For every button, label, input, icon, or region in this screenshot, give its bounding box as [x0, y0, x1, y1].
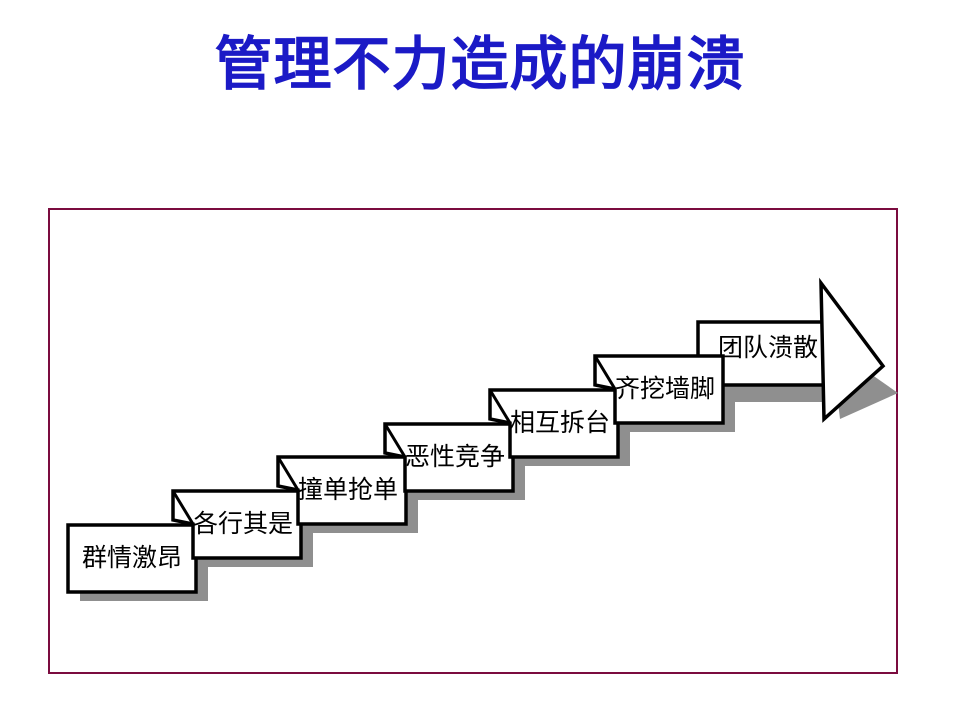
card-label: 群情激昂 [82, 543, 182, 572]
step-arrow-team-disband: 团队溃散 [696, 277, 886, 423]
card-shape [66, 523, 198, 594]
step-card-1: 群情激昂 [66, 523, 198, 594]
card-label: 相互拆台 [510, 408, 610, 437]
step-card-3: 撞单抢单 [276, 455, 408, 526]
card-label: 齐挖墙脚 [615, 374, 715, 403]
step-card-4: 恶性竞争 [383, 422, 515, 493]
card-fold-line [593, 355, 617, 390]
step-card-2: 各行其是 [171, 489, 303, 560]
card-shape [593, 354, 725, 425]
arrow-label: 团队溃散 [718, 333, 818, 362]
card-label: 撞单抢单 [298, 475, 398, 504]
card-fold-line [171, 490, 195, 525]
arrow-head [819, 277, 886, 423]
card-fold-line [383, 423, 407, 458]
step-card-5: 相互拆台 [488, 388, 620, 459]
card-label: 各行其是 [193, 509, 293, 538]
step-card-6: 齐挖墙脚 [593, 354, 725, 425]
slide-title: 管理不力造成的崩溃 [214, 30, 746, 98]
card-fold-line [488, 389, 512, 424]
card-fold-line [276, 456, 300, 491]
card-label: 恶性竞争 [405, 442, 505, 471]
